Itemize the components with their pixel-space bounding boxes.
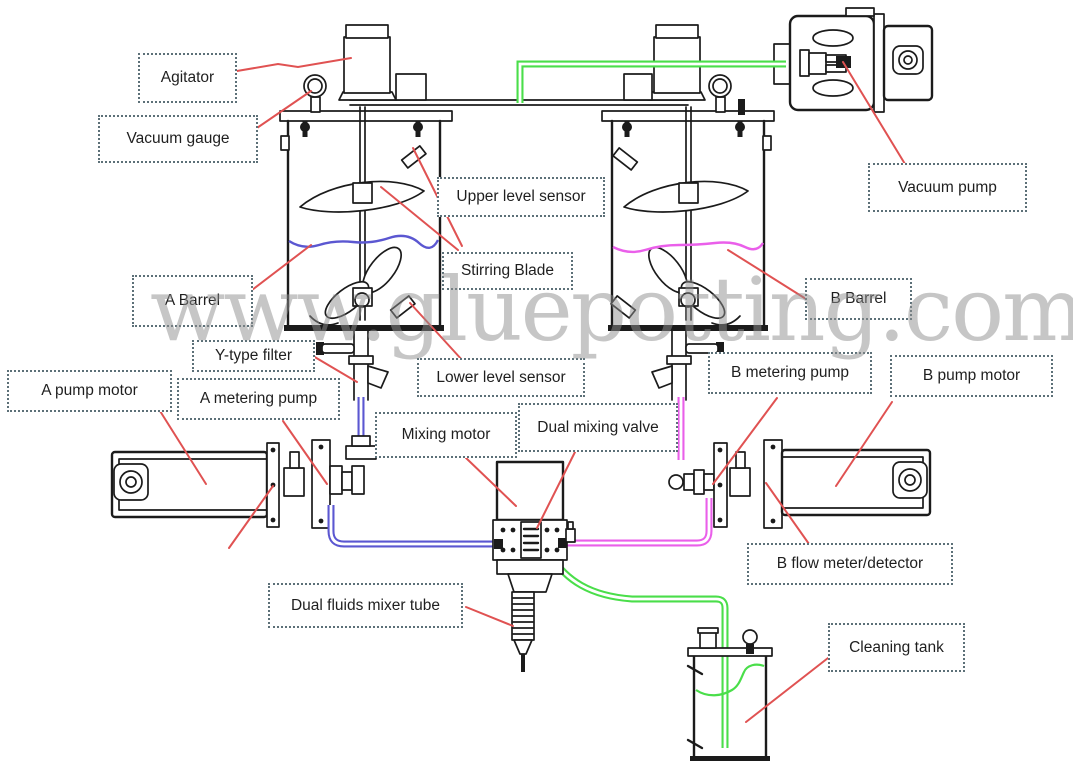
label-stirring-blade: Stirring Blade [442, 252, 573, 290]
label-text: Dual fluids mixer tube [290, 596, 441, 614]
pump-group-b [668, 439, 932, 529]
tube-a-to-valve [327, 505, 496, 548]
outlet-a [316, 330, 389, 401]
label-vacuum-gauge: Vacuum gauge [98, 115, 258, 163]
barrel-a [280, 106, 444, 331]
label-upper-level-sensor: Upper level sensor [437, 177, 605, 217]
mixing-valve-unit [492, 460, 576, 672]
agitator-motor-a [338, 24, 427, 101]
label-text: Dual mixing valve [537, 418, 659, 436]
leader-lines [159, 57, 906, 723]
label-b-flow-meter: B flow meter/detector [747, 543, 953, 585]
label-text: Y-type filter [215, 347, 292, 365]
lid-clamps [300, 121, 745, 137]
barrel-b [608, 106, 772, 331]
outlet-b [651, 330, 724, 401]
label-text: Stirring Blade [460, 262, 555, 280]
label-text: Upper level sensor [456, 188, 586, 206]
label-text: B Barrel [830, 290, 887, 308]
label-text: B flow meter/detector [776, 555, 924, 573]
label-dual-fluids-mixer-tube: Dual fluids mixer tube [268, 583, 463, 628]
label-dual-mixing-valve: Dual mixing valve [518, 403, 678, 452]
label-text: Vacuum gauge [126, 130, 230, 148]
label-text: A Barrel [164, 292, 221, 310]
label-text: Lower level sensor [436, 368, 566, 386]
tube-b-to-valve [567, 498, 713, 547]
label-agitator: Agitator [138, 53, 237, 103]
label-text: B metering pump [730, 364, 850, 382]
label-text: Agitator [160, 69, 215, 87]
label-cleaning-tank: Cleaning tank [828, 623, 965, 672]
bridge-and-lids [279, 99, 775, 122]
vacuum-gauge-b [708, 74, 745, 115]
label-b-pump-motor: B pump motor [890, 355, 1053, 397]
label-a-barrel: A Barrel [132, 275, 253, 327]
label-text: Vacuum pump [898, 178, 997, 196]
pump-group-a [110, 435, 377, 529]
vacuum-pump-unit [773, 7, 934, 113]
label-text: Cleaning tank [849, 638, 944, 656]
label-a-metering-pump: A metering pump [177, 378, 340, 420]
cleaning-tank-unit [686, 627, 773, 761]
label-text: A metering pump [199, 390, 318, 408]
label-vacuum-pump: Vacuum pump [868, 163, 1027, 212]
label-text: A pump motor [41, 382, 138, 400]
label-text: Mixing motor [401, 426, 491, 444]
label-b-metering-pump: B metering pump [708, 352, 872, 394]
label-lower-level-sensor: Lower level sensor [417, 358, 585, 397]
label-text: B pump motor [922, 367, 1021, 385]
label-b-barrel: B Barrel [805, 278, 912, 320]
label-a-pump-motor: A pump motor [7, 370, 172, 412]
label-mixing-motor: Mixing motor [375, 412, 517, 458]
label-y-type-filter: Y-type filter [192, 340, 315, 372]
